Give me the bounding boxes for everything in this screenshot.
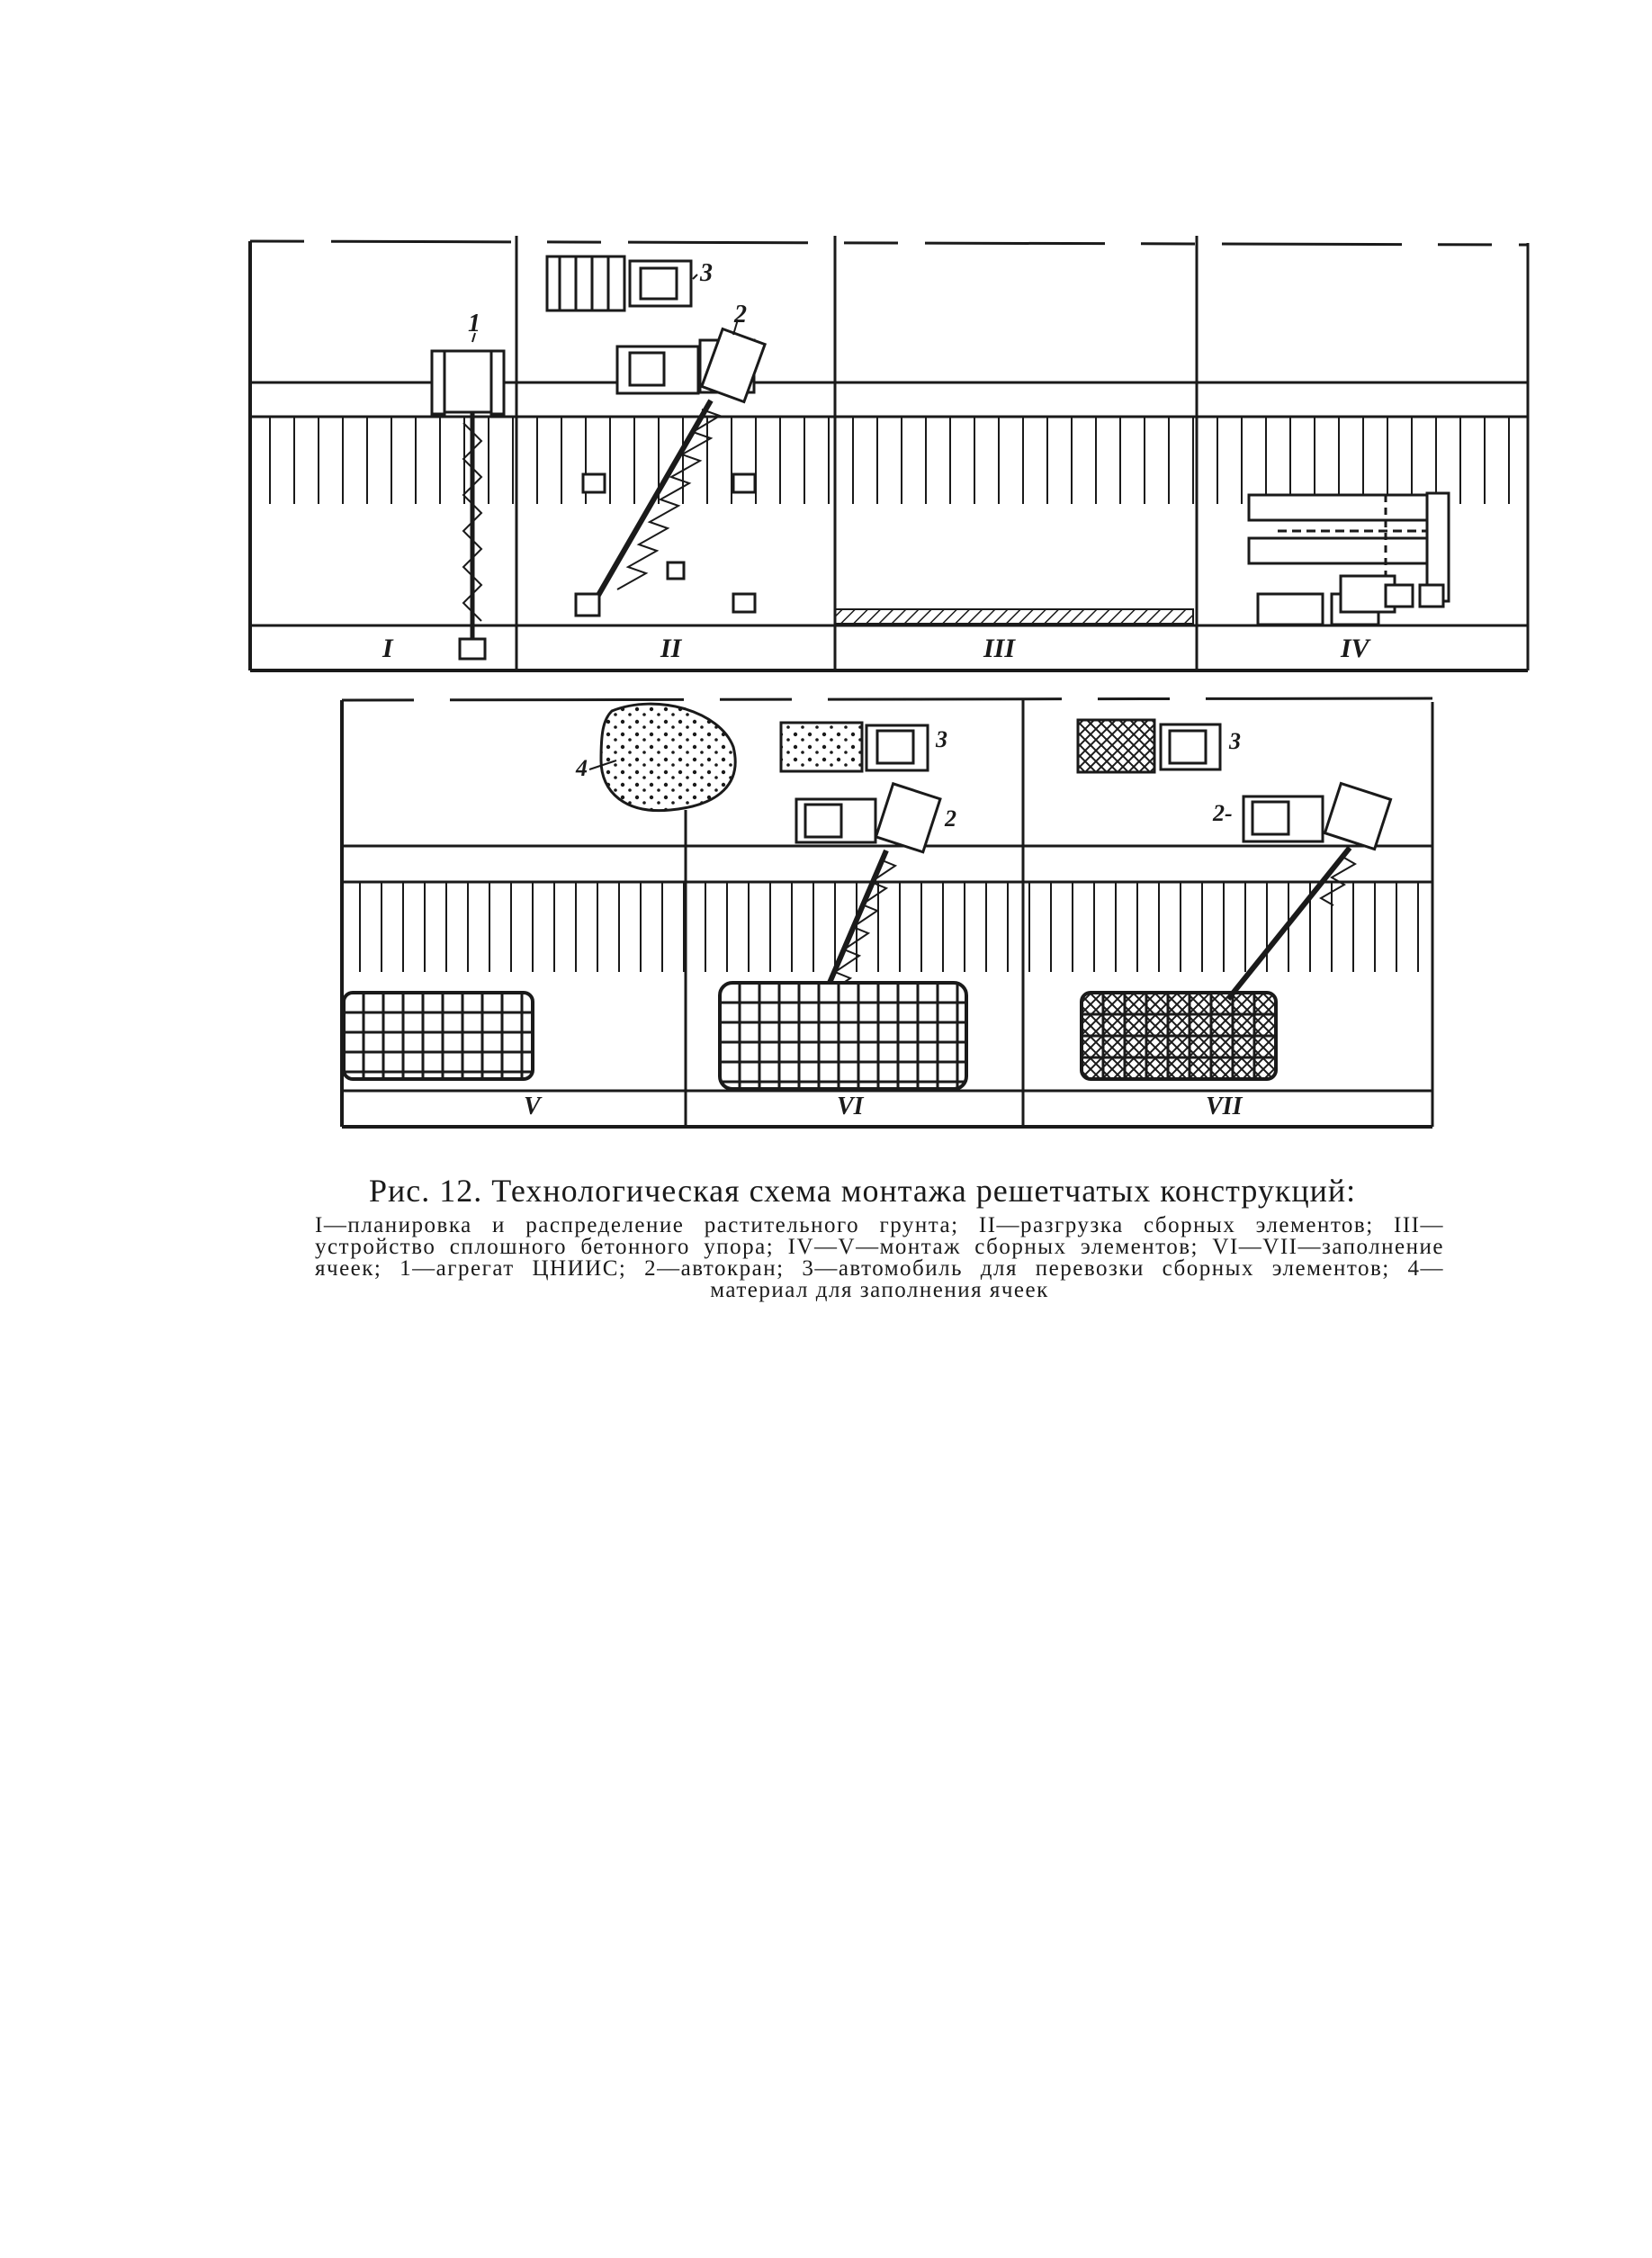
lattice-v [342, 991, 534, 1081]
stage-label-ii: II [660, 634, 683, 663]
callout-truck-vii: 3 [1228, 728, 1241, 754]
truck-3-vii [1076, 718, 1222, 774]
truck-3-top [545, 255, 693, 312]
callout-crane-top: 2 [733, 301, 747, 328]
top-panel [248, 236, 1530, 672]
crane-2-vii [1226, 781, 1393, 1001]
stage-label-iv: IV [1340, 634, 1372, 663]
precast-elements-ii [581, 472, 757, 614]
fill-material-4 [599, 702, 737, 813]
truck-3-vi [779, 721, 929, 773]
callout-truck-vi: 3 [935, 726, 947, 752]
stage-label-i: I [382, 634, 394, 663]
stage-label-vii: VII [1206, 1093, 1243, 1120]
technological-scheme-diagram: 1 2 3 I II III IV 4 [248, 236, 1530, 1129]
stage-label-iii: III [983, 634, 1016, 663]
concrete-stop-iii [834, 608, 1194, 625]
callout-truck-top: 3 [699, 259, 713, 287]
crane-2-top [574, 327, 768, 617]
stage-label-vi: VI [837, 1093, 865, 1120]
callout-crane-vii: 2- [1212, 800, 1233, 826]
bottom-panel [340, 697, 1434, 1129]
lattice-vi [718, 981, 968, 1091]
lattice-vii [1080, 991, 1278, 1081]
stage-label-v: V [524, 1093, 543, 1120]
callout-aggregate: 1 [468, 310, 480, 337]
aggregate-1 [430, 349, 506, 661]
figure-caption-title: Рис. 12. Технологическая схема монтажа р… [369, 1173, 1357, 1209]
callout-crane-vi: 2 [944, 805, 956, 832]
figure-caption-body: I—планировка и распределение растительно… [315, 1213, 1444, 1302]
assembly-iv [1247, 491, 1450, 626]
callout-material: 4 [575, 755, 588, 781]
